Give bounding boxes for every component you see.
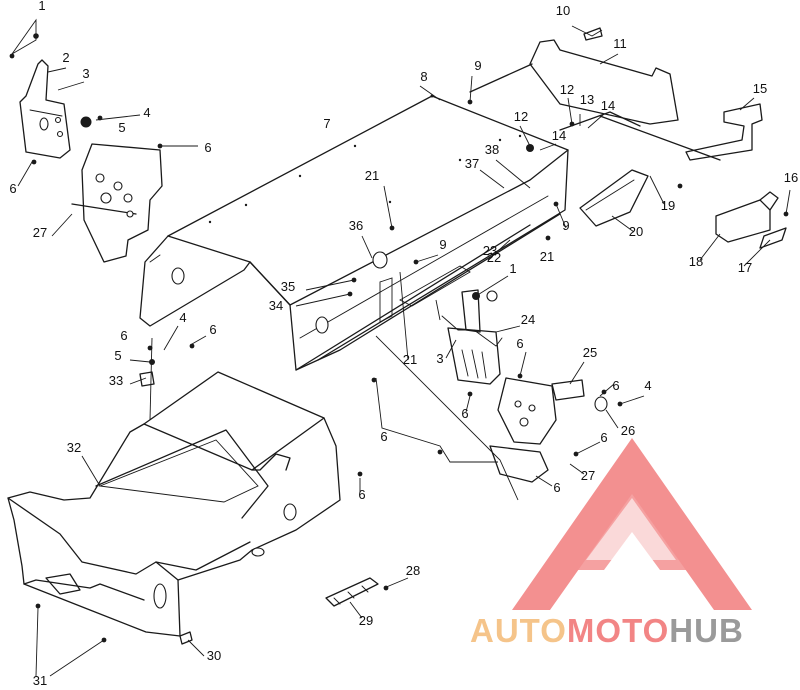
callout-24: 24 [521, 312, 535, 327]
callout-34: 34 [269, 298, 283, 313]
callout-35: 35 [281, 279, 295, 294]
callout-21: 21 [540, 249, 554, 264]
svg-text:AUTOMOTOHUB: AUTOMOTOHUB [470, 612, 744, 649]
callout-1: 1 [509, 261, 516, 276]
callout-23: 23 [483, 243, 497, 258]
tunnel-hole [171, 267, 185, 285]
tunnel-hole [372, 251, 388, 269]
callout-3: 3 [436, 351, 443, 366]
callout-21: 21 [365, 168, 379, 183]
watermark-part-auto: AUTO [470, 612, 567, 649]
callout-8: 8 [420, 69, 427, 84]
watermark-part-moto: MOTO [567, 612, 669, 649]
callout-38: 38 [485, 142, 499, 157]
callout-26: 26 [621, 423, 635, 438]
leader-lines [11, 18, 791, 677]
callout-4: 4 [179, 310, 186, 325]
callout-6: 6 [358, 487, 365, 502]
callout-9: 9 [562, 218, 569, 233]
callout-1: 1 [38, 0, 45, 13]
watermark-part-hub: HUB [669, 612, 744, 649]
bracket-2 [19, 59, 71, 159]
callout-25: 25 [583, 345, 597, 360]
callout-16: 16 [784, 170, 798, 185]
callout-33: 33 [109, 373, 123, 388]
callout-6: 6 [461, 406, 468, 421]
callout-29: 29 [359, 613, 373, 628]
callout-21: 21 [403, 352, 417, 367]
callout-6: 6 [209, 322, 216, 337]
callout-14: 14 [552, 128, 566, 143]
callout-6: 6 [600, 430, 607, 445]
callout-13: 13 [580, 92, 594, 107]
callout-5: 5 [118, 120, 125, 135]
callout-15: 15 [753, 81, 767, 96]
front-frame-32 [7, 371, 341, 637]
steering-bracket-24 [441, 289, 503, 385]
callout-17: 17 [738, 260, 752, 275]
watermark-text: AUTOMOTOHUB [470, 612, 744, 649]
callout-4: 4 [644, 378, 651, 393]
callout-6: 6 [553, 480, 560, 495]
callout-14: 14 [601, 98, 615, 113]
callout-22: 22 [487, 250, 501, 265]
callout-5: 5 [114, 348, 121, 363]
callout-11: 11 [613, 36, 627, 51]
callout-20: 20 [629, 224, 643, 239]
bracket-29 [325, 577, 379, 607]
callout-3: 3 [82, 66, 89, 81]
rear-parts [469, 39, 763, 227]
callout-6: 6 [204, 140, 211, 155]
bumper-parts [715, 191, 787, 249]
callout-30: 30 [207, 648, 221, 663]
callout-28: 28 [406, 563, 420, 578]
callout-6: 6 [612, 378, 619, 393]
callout-6: 6 [120, 328, 127, 343]
callout-19: 19 [661, 198, 675, 213]
callout-36: 36 [349, 218, 363, 233]
bracket-27-lower [489, 377, 608, 483]
callout-37: 37 [465, 156, 479, 171]
callout-4: 4 [143, 105, 150, 120]
callout-9: 9 [474, 58, 481, 73]
callout-2: 2 [62, 50, 69, 65]
callout-31: 31 [33, 673, 47, 688]
watermark-logo [512, 438, 752, 610]
callout-32: 32 [67, 440, 81, 455]
callout-12: 12 [514, 109, 528, 124]
tunnel-hole [315, 316, 329, 334]
fasteners [9, 27, 789, 645]
bracket-27-upper [71, 143, 163, 263]
callout-27: 27 [581, 468, 595, 483]
callout-6: 6 [380, 429, 387, 444]
callout-27: 27 [33, 225, 47, 240]
callout-10: 10 [556, 3, 570, 18]
callout-6: 6 [9, 181, 16, 196]
main-tunnel [139, 94, 569, 371]
callout-9: 9 [439, 237, 446, 252]
callout-6: 6 [516, 336, 523, 351]
callout-12: 12 [560, 82, 574, 97]
callout-18: 18 [689, 254, 703, 269]
callout-7: 7 [323, 116, 330, 131]
